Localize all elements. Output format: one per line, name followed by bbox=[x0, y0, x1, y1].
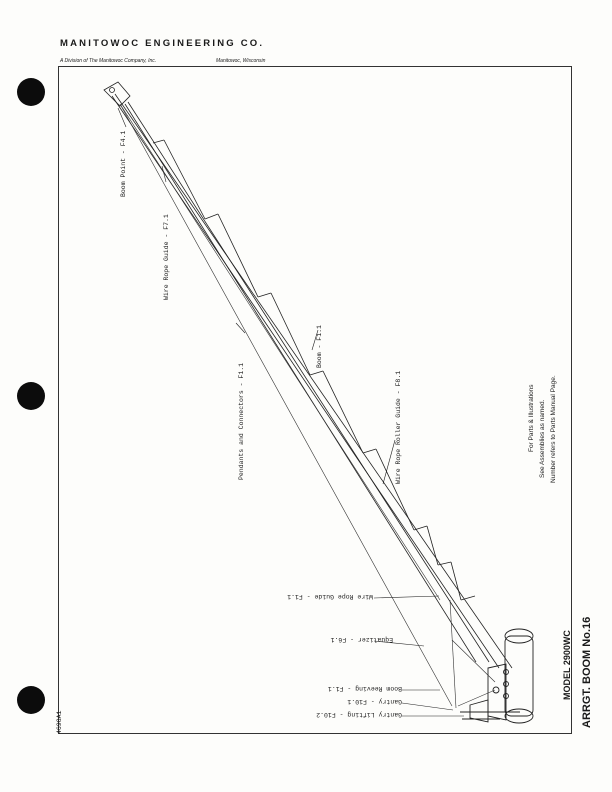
binder-hole-top bbox=[17, 78, 45, 106]
callout-gantry-lifting: Gantry Lifting - F10.2 bbox=[316, 711, 402, 718]
callout-wire-rope-guide-top: Wire Rope Guide - F7.1 bbox=[163, 214, 170, 300]
drawing-frame bbox=[58, 66, 572, 734]
callout-equalizer: Equalizer - F6.1 bbox=[330, 636, 393, 643]
crane-base bbox=[460, 628, 534, 724]
boom-lattice bbox=[103, 81, 513, 669]
callout-boom: Boom - F1.1 bbox=[316, 325, 323, 368]
callout-gantry: Gantry - F10.1 bbox=[347, 698, 402, 705]
binder-hole-bottom bbox=[17, 686, 45, 714]
division-line: A Division of The Manitowoc Company, Inc… bbox=[60, 58, 157, 64]
callout-roller-guide: Wire Rope Roller Guide - F8.1 bbox=[395, 371, 402, 484]
company-name: MANITOWOC ENGINEERING CO. bbox=[60, 38, 265, 49]
note-line-2: See Assemblies as named. bbox=[539, 399, 546, 478]
note-line-3: Number refers to Parts Manual Page. bbox=[550, 375, 557, 483]
pendant-lines bbox=[119, 103, 496, 709]
binder-hole-middle bbox=[17, 382, 45, 410]
callout-leaders bbox=[117, 107, 464, 717]
callout-pendants-connectors: Pendants and Connectors - F1.1 bbox=[238, 363, 245, 480]
drawing-title: ARRGT. BOOM No.16 bbox=[581, 617, 593, 728]
callout-boom-point: Boom Point - F4.1 bbox=[120, 131, 127, 197]
model-number: MODEL 2900WC bbox=[562, 630, 572, 700]
callout-wire-rope-guide-bottom: Wire Rope Guide - F1.1 bbox=[287, 593, 373, 600]
callout-boom-reeving: Boom Reeving - F1.1 bbox=[328, 685, 402, 692]
note-line-1: For Parts & Illustrations bbox=[528, 384, 535, 452]
location-line: Manitowoc, Wisconsin bbox=[216, 58, 266, 64]
